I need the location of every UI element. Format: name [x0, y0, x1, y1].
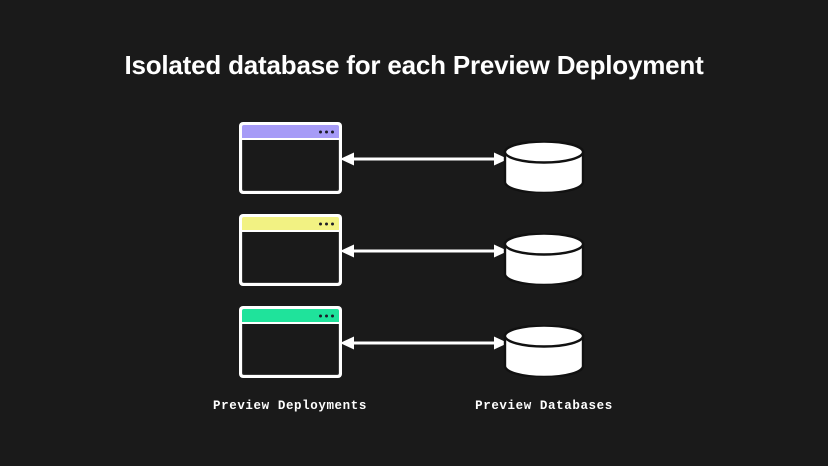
window-dot-icon	[325, 222, 328, 225]
preview-database-cylinder-icon[interactable]	[503, 325, 585, 377]
label-preview-databases: Preview Databases	[475, 399, 613, 413]
window-dot-icon	[331, 222, 334, 225]
window-titlebar	[242, 125, 339, 138]
diagram-row	[0, 122, 828, 200]
preview-database-cylinder-icon[interactable]	[503, 233, 585, 285]
diagram-row	[0, 214, 828, 292]
preview-deployment-window[interactable]	[239, 122, 342, 194]
window-dot-icon	[319, 314, 322, 317]
bidirectional-arrow-icon	[340, 242, 508, 260]
window-titlebar	[242, 217, 339, 230]
window-dot-icon	[325, 314, 328, 317]
window-dot-icon	[331, 314, 334, 317]
bidirectional-arrow-icon	[340, 334, 508, 352]
window-content-area	[242, 324, 339, 375]
window-titlebar	[242, 309, 339, 322]
window-controls-dots-icon	[319, 314, 334, 317]
label-preview-deployments: Preview Deployments	[213, 399, 367, 413]
diagram-labels: Preview Deployments Preview Databases	[0, 399, 828, 419]
window-controls-dots-icon	[319, 130, 334, 133]
window-content-area	[242, 232, 339, 283]
architecture-diagram	[0, 118, 828, 418]
window-dot-icon	[319, 130, 322, 133]
page-title: Isolated database for each Preview Deplo…	[124, 50, 704, 80]
window-dot-icon	[331, 130, 334, 133]
window-controls-dots-icon	[319, 222, 334, 225]
diagram-row	[0, 306, 828, 384]
window-content-area	[242, 140, 339, 191]
preview-deployment-window[interactable]	[239, 306, 342, 378]
window-dot-icon	[325, 130, 328, 133]
preview-database-cylinder-icon[interactable]	[503, 141, 585, 193]
preview-deployment-window[interactable]	[239, 214, 342, 286]
window-dot-icon	[319, 222, 322, 225]
bidirectional-arrow-icon	[340, 150, 508, 168]
